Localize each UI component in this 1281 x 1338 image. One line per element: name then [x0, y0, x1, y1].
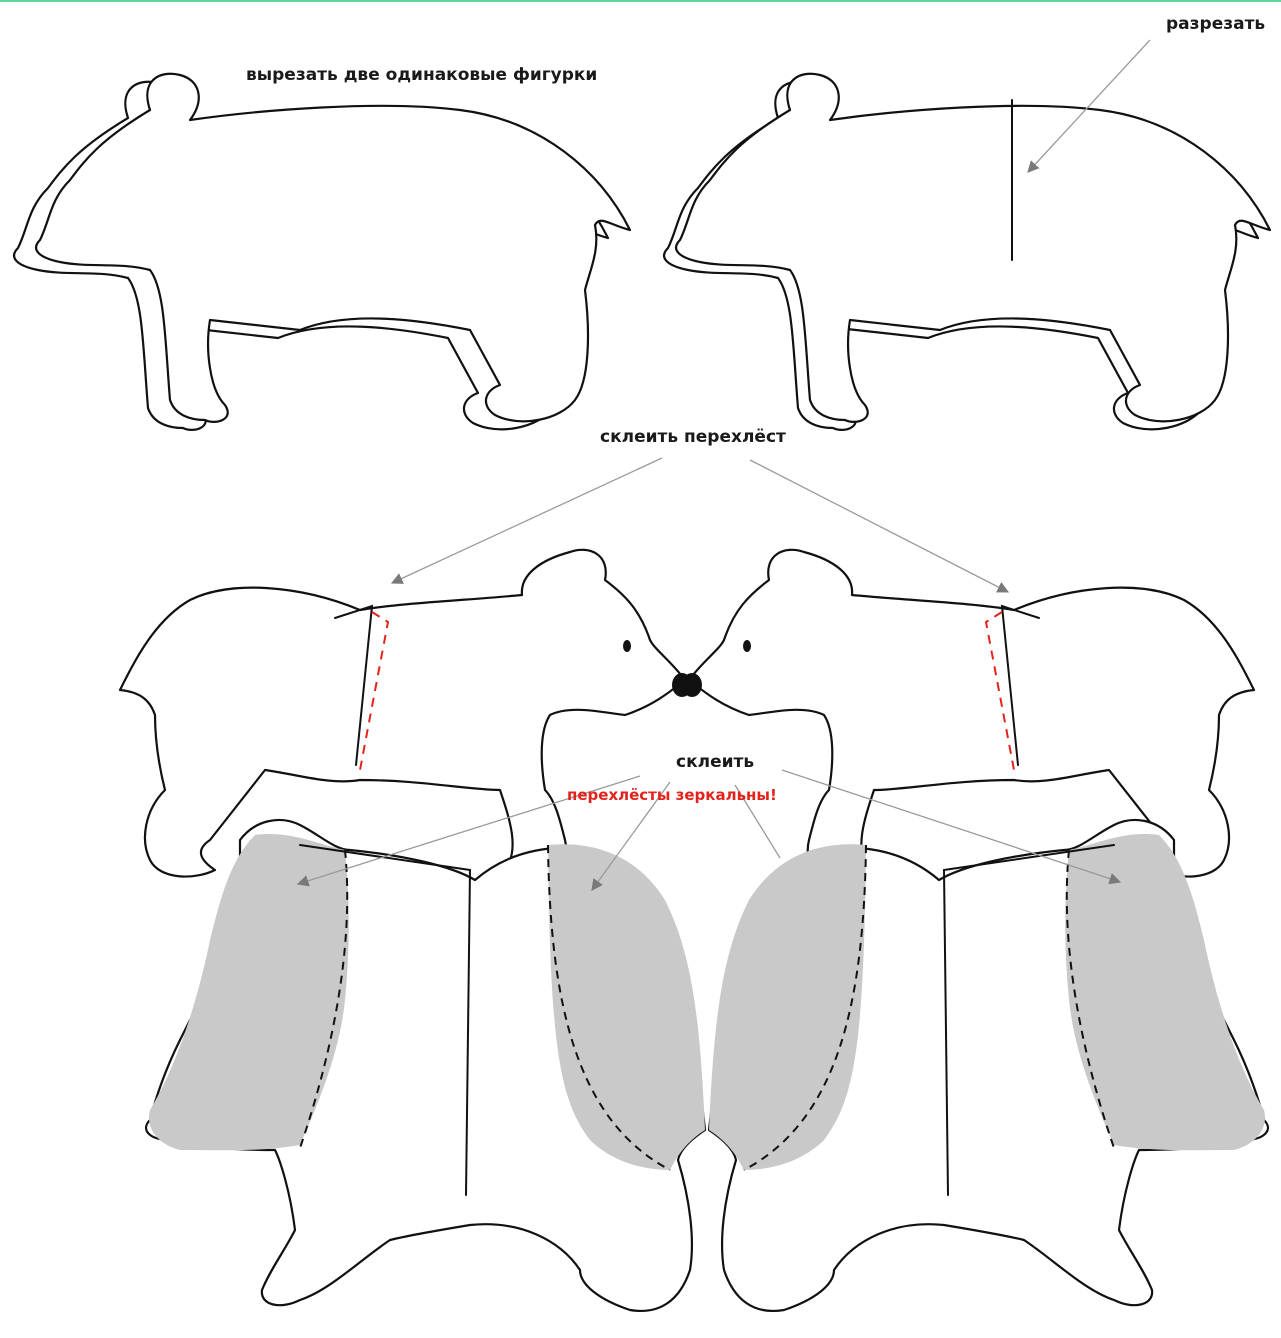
middle-left-bear [120, 550, 685, 882]
overlap-arrow-left [392, 458, 662, 583]
step4-glue-bears [146, 770, 1268, 1311]
step1-two-figures [14, 74, 630, 430]
label-cut-two: вырезать две одинаковые фигурки [246, 65, 597, 85]
label-glue: склеить [676, 752, 754, 772]
step3-overlap-bears [120, 458, 1254, 882]
bottom-left-bear [146, 820, 705, 1311]
label-cut: разрезать [1166, 14, 1265, 34]
step2-cut-figure [664, 40, 1270, 430]
eye-left-bear [623, 640, 631, 652]
bottom-right-bear [709, 820, 1268, 1311]
label-mirror-note: перехлёсты зеркальны! [567, 786, 777, 804]
label-glue-overlap: склеить перехлёст [600, 427, 786, 447]
bear-silhouette-front [36, 74, 630, 422]
